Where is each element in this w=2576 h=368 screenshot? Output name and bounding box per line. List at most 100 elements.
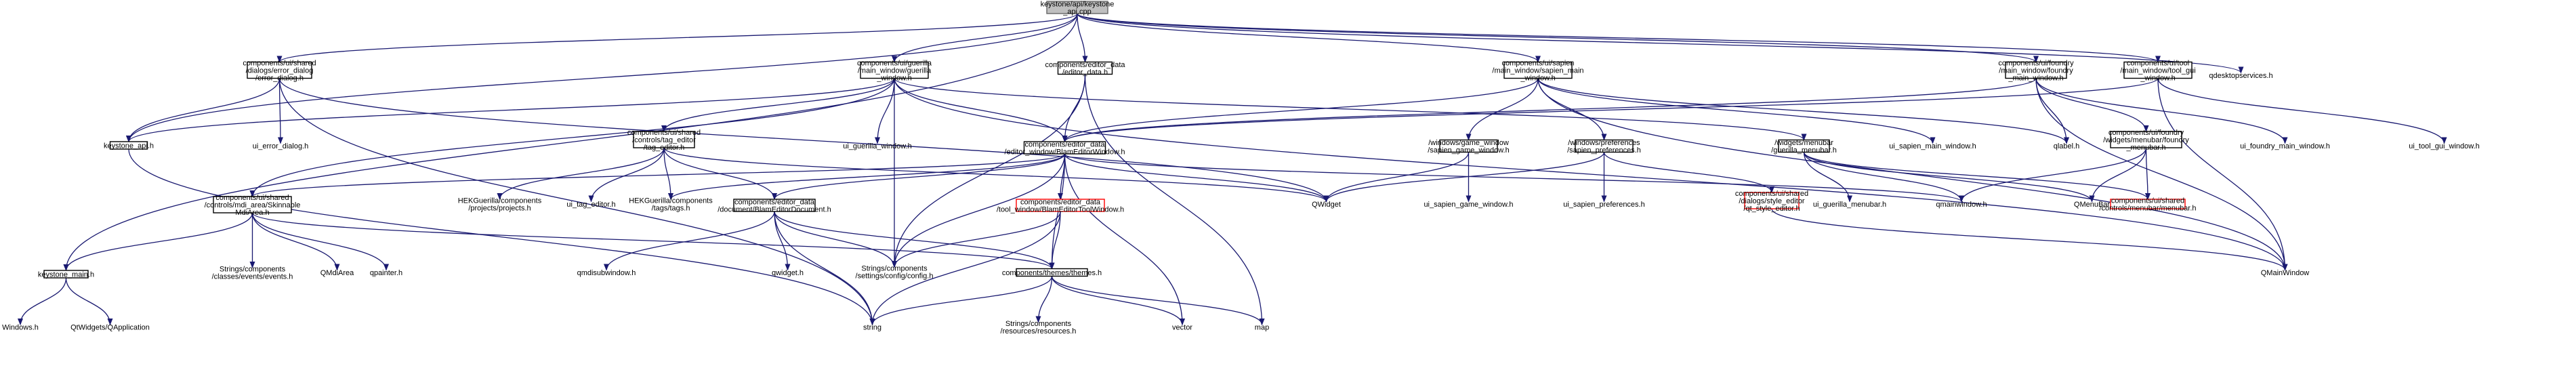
node-sapien-main[interactable]: components/ui/sapien/main_window/sapien_… (1492, 60, 1583, 83)
node-label: /error_dialog.h (255, 75, 304, 83)
edge-guerilla-win-to-tag-editor (661, 78, 895, 132)
node-label: Strings/components (861, 265, 928, 273)
node-box (2005, 61, 2067, 79)
node-ui-foundry-main[interactable]: ui_foundry_main_window.h (2240, 142, 2330, 150)
node-ui-sapien-main[interactable]: ui_sapien_main_window.h (1889, 142, 1976, 150)
node-game-window[interactable]: /windows/game_window/sapien_game_window.… (1428, 139, 1509, 155)
node-label: Strings/components (220, 266, 286, 274)
edge-blam-editor-win-to-qwidget (1064, 153, 1329, 203)
node-editor-data[interactable]: components/editor_data/editor_data.h (1045, 61, 1125, 77)
node-label: ui_foundry_main_window.h (2240, 142, 2330, 150)
node-label: /sapien_preferences.h (1567, 146, 1641, 155)
node-strings-config[interactable]: Strings/components/settings/config/confi… (856, 265, 934, 281)
edge-menubar-guerilla-to-menubar-shared (1803, 152, 2151, 200)
node-blam-editor-win[interactable]: components/editor_data/editor_window/Bla… (1005, 141, 1125, 157)
node-label: /controls/menubar/menubar.h (2099, 205, 2196, 213)
node-label: /tool_window/BlamEditorToolWindow.h (997, 206, 1124, 214)
edge-skinnable-to-qpainter (251, 212, 389, 271)
node-ui-sapien-prefs[interactable]: ui_sapien_preferences.h (1563, 201, 1644, 209)
node-label: /windows/game_window (1428, 139, 1509, 147)
node-ui-tag-editor[interactable]: ui_tag_editor.h (566, 201, 615, 209)
node-label: ui_sapien_preferences.h (1563, 201, 1644, 209)
node-box (1778, 139, 1830, 153)
node-qwidget[interactable]: QWidget (1312, 201, 1341, 209)
node-label: keystone_api.h (104, 142, 154, 150)
node-foundry-main[interactable]: components/ui/foundry/main_window/foundr… (1998, 60, 2074, 83)
node-label: QWidget (1312, 201, 1341, 209)
node-box (633, 131, 695, 148)
node-label: /main_window/tool_gui (2120, 67, 2195, 75)
node-label: /qt_style_editor.h (1743, 205, 1800, 213)
node-ui-tool-gui[interactable]: ui_tool_gui_window.h (2409, 142, 2480, 150)
node-keystone-api[interactable]: keystone_api.h (104, 141, 154, 150)
edge-keystone-main-to-qapplication (65, 277, 113, 325)
node-hek-projects[interactable]: HEKGuerilla/components/projects/projects… (458, 197, 542, 213)
node-guerilla-win[interactable]: components/ui/guerilla/main_window/gueri… (857, 60, 932, 83)
node-blam-editor-doc[interactable]: components/editor_data/document/BlamEdit… (718, 199, 831, 214)
node-preferences[interactable]: /windows/preferences/sapien_preferences.… (1567, 139, 1641, 155)
node-label: /document/BlamEditorDocument.h (718, 206, 831, 214)
node-box (860, 61, 929, 79)
node-qwidget-h[interactable]: qwidget.h (772, 269, 804, 277)
node-qlabel[interactable]: qlabel.h (2054, 142, 2080, 150)
edge-menubar-guerilla-to-qmenubar (1803, 152, 2095, 203)
node-ui-guerilla-menubar[interactable]: ui_guerilla_menubar.h (1813, 201, 1886, 209)
node-label: QtWidgets/QApplication (70, 324, 150, 332)
node-skinnable[interactable]: components/ui/shared/controls/mdi_area/S… (205, 194, 301, 217)
node-label: /resources/resources.h (1001, 327, 1077, 335)
node-label: /main_window/foundry (1999, 67, 2073, 75)
node-menubar-guerilla[interactable]: /widgets/menubar/guerilla_menubar.h (1771, 139, 1837, 155)
node-keystone-main[interactable]: keystone_main.h (38, 270, 94, 279)
node-ui-error-dialog[interactable]: ui_error_dialog.h (253, 142, 309, 150)
node-qapplication[interactable]: QtWidgets/QApplication (70, 324, 150, 332)
node-vector[interactable]: vector (1172, 324, 1192, 332)
node-ui-guerilla-window[interactable]: ui_guerilla_window.h (843, 142, 912, 150)
edge-foundry-main-to-qmainwindow (2035, 78, 2288, 271)
edge-skinnable-to-themes (251, 212, 1055, 270)
node-label: /settings/config/config.h (856, 272, 934, 281)
edge-keystone-main-to-windows-h (18, 277, 67, 325)
edge-themes-to-map (1051, 276, 1265, 325)
node-strings-resources[interactable]: Strings/components/resources/resources.h (1001, 320, 1077, 335)
edge-preferences-to-qwidget (1323, 152, 1605, 203)
node-qmainwindow-h[interactable]: qmainwindow.h (1936, 201, 1987, 209)
node-err-dialog[interactable]: components/ui/shared/dialogs/error_dialo… (243, 60, 316, 83)
node-qmainwindow[interactable]: QMainWindow (2261, 269, 2310, 277)
node-menubar-shared[interactable]: components/ui/shared/controls/menubar/me… (2099, 197, 2196, 213)
edge-blam-tool-win-to-string (869, 211, 1061, 325)
node-foundry-menubar[interactable]: components/ui/foundry/widgets/menubar/fo… (2103, 129, 2189, 152)
node-label: _window.h (1520, 75, 1555, 83)
edge-guerilla-win-to-ui-guerilla-window (875, 78, 895, 144)
node-box (2110, 131, 2182, 148)
edge-root-to-guerilla-win (892, 13, 1078, 63)
node-blam-tool-win[interactable]: components/editor_data/tool_window/BlamE… (997, 199, 1124, 214)
edge-blam-tool-win-to-strings-config (892, 211, 1061, 268)
node-qdesktop[interactable]: qdesktopservices.h (2209, 72, 2272, 80)
node-hek-tags[interactable]: HEKGuerilla/components/tags/tags.h (629, 197, 713, 213)
node-qmdisubwindow[interactable]: qmdisubwindow.h (577, 269, 636, 277)
node-qmenubar[interactable]: QMenuBar (2074, 201, 2111, 209)
node-windows-h[interactable]: Windows.h (2, 324, 39, 332)
edge-guerilla-win-to-menubar-guerilla (894, 77, 1807, 141)
node-label: components/ui/shared (215, 194, 289, 202)
node-box (2123, 61, 2193, 79)
node-themes[interactable]: components/themes/themes.h (1002, 268, 1102, 278)
node-map[interactable]: map (1253, 324, 1270, 332)
node-label: components/ui/shared (243, 60, 316, 68)
node-tool-gui[interactable]: components/ui/tool/main_window/tool_gui_… (2120, 60, 2195, 83)
node-strings-events[interactable]: Strings/components/classes/events/events… (212, 266, 293, 281)
node-qmdiarea[interactable]: QMdiArea (320, 269, 354, 277)
node-style-editor[interactable]: components/ui/shared/dialogs/style_edito… (1735, 190, 1808, 213)
node-root[interactable]: keystone/api/keystone_api.cpp (1041, 1, 1115, 16)
edge-sapien-main-to-qlabel (1537, 78, 2069, 144)
node-qpainter[interactable]: qpainter.h (370, 269, 402, 277)
node-label: components/editor_data (734, 199, 815, 207)
edge-guerilla-win-to-qmainwindow (894, 78, 2288, 271)
node-label: components/ui/foundry (1998, 60, 2074, 68)
node-tag-editor[interactable]: components/ui/shared/controls/tag_editor… (627, 129, 701, 152)
node-label: QMainWindow (2261, 269, 2310, 277)
node-string[interactable]: string (860, 324, 884, 332)
edge-foundry-menubar-to-qmenubar (2089, 147, 2147, 203)
node-ui-sapien-game[interactable]: ui_sapien_game_window.h (1424, 201, 1513, 209)
node-label: ui_sapien_main_window.h (1889, 142, 1976, 150)
